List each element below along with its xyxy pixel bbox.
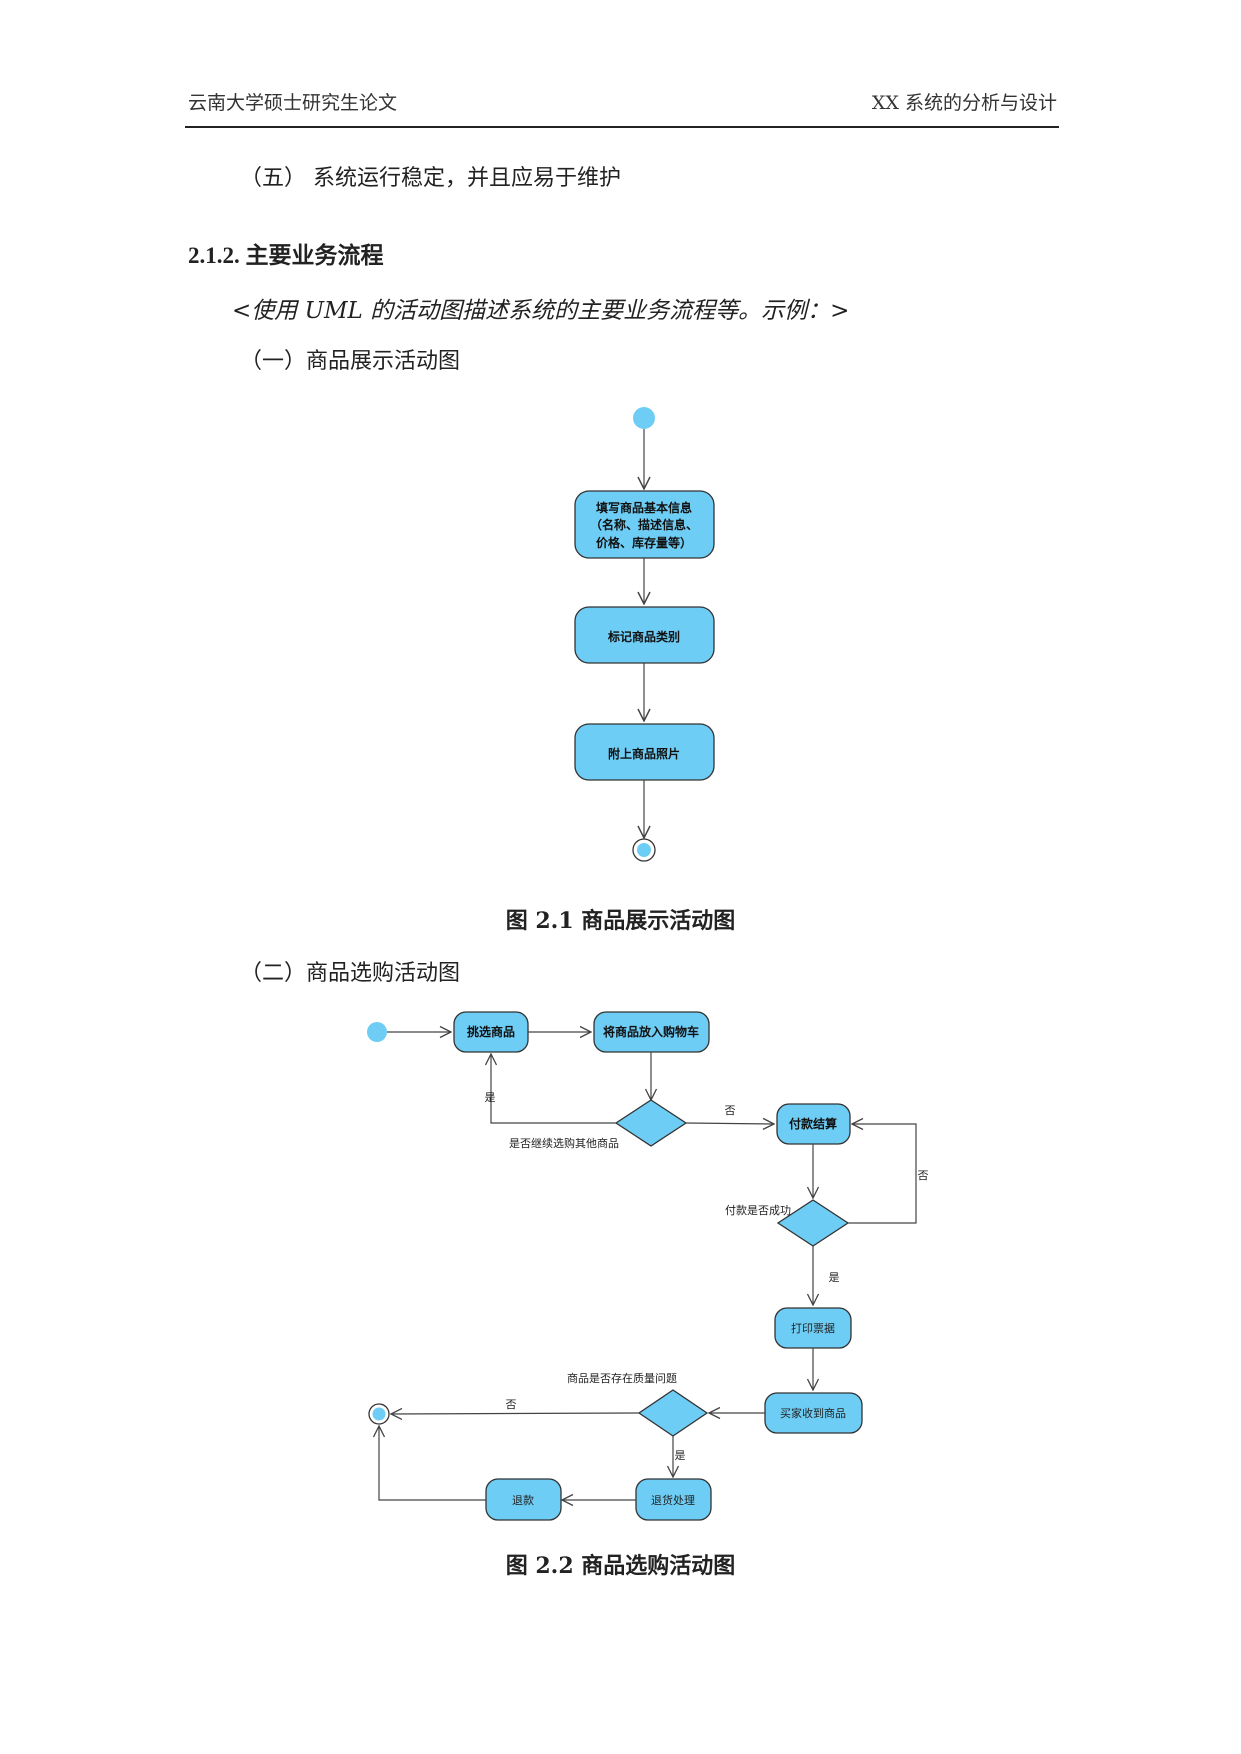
flow-arrow-no [685, 1123, 774, 1124]
node-print-receipt-label: 打印票据 [791, 1321, 835, 1335]
node-add-to-cart-label: 将商品放入购物车 [603, 1024, 699, 1039]
flow-arrow-no [848, 1124, 917, 1224]
node-fill-basic-info-line1: 填写商品基本信息 [596, 500, 692, 515]
subheading-2: （二）商品选购活动图 [240, 961, 461, 986]
node-buyer-receives-label: 买家收到商品 [780, 1406, 846, 1420]
instruction-text: <使用 UML 的活动图描述系统的主要业务流程等。示例：> [232, 298, 850, 324]
start-node [633, 407, 655, 429]
decision-continue-shopping-label: 是否继续选购其他商品 [509, 1136, 619, 1150]
label-yes: 是 [485, 1091, 496, 1104]
subheading-1: （一）商品展示活动图 [240, 349, 461, 374]
node-attach-photo-label: 附上商品照片 [608, 746, 680, 761]
figure-1-activity-diagram: 填写商品基本信息 （名称、描述信息、 价格、库存量等） 标记商品类别 附上商品照… [574, 407, 715, 862]
node-payment-label: 付款结算 [789, 1116, 837, 1131]
label-yes: 是 [829, 1271, 840, 1284]
figure-1-caption: 图 2.1 商品展示活动图 [505, 908, 736, 934]
node-refund-label: 退款 [512, 1493, 534, 1507]
label-no: 否 [506, 1398, 517, 1411]
node-mark-category-label: 标记商品类别 [607, 629, 680, 644]
end-node-inner [372, 1407, 386, 1421]
section-heading: 2.1.2. 主要业务流程 [188, 243, 384, 268]
figure-2-caption: 图 2.2 商品选购活动图 [505, 1553, 736, 1579]
header-right-title: XX 系统的分析与设计 [871, 92, 1057, 114]
flow-arrow [379, 1426, 486, 1501]
figure-2-activity-diagram: 挑选商品 将商品放入购物车 是否继续选购其他商品 是 否 付款结算 付款是否成功… [367, 1011, 929, 1521]
decision-quality-issue [637, 1389, 709, 1437]
start-node [367, 1022, 387, 1042]
flow-arrow-no [391, 1413, 640, 1414]
node-return-processing-label: 退货处理 [651, 1493, 695, 1507]
node-select-goods-label: 挑选商品 [467, 1024, 515, 1039]
list-item-5: （五） 系统运行稳定，并且应易于维护 [240, 166, 621, 191]
node-fill-basic-info-line3: 价格、库存量等） [596, 535, 692, 550]
end-node-inner [637, 843, 651, 857]
label-yes: 是 [675, 1449, 686, 1462]
header-left-title: 云南大学硕士研究生论文 [188, 92, 398, 114]
label-no: 否 [918, 1169, 929, 1182]
decision-payment-success-label: 付款是否成功 [725, 1203, 791, 1217]
decision-continue-shopping [614, 1099, 688, 1147]
label-no: 否 [725, 1104, 736, 1117]
flow-arrow-yes [491, 1054, 616, 1124]
header-divider [185, 126, 1059, 128]
node-fill-basic-info-line2: （名称、描述信息、 [590, 517, 698, 532]
decision-quality-issue-label: 商品是否存在质量问题 [567, 1371, 677, 1385]
